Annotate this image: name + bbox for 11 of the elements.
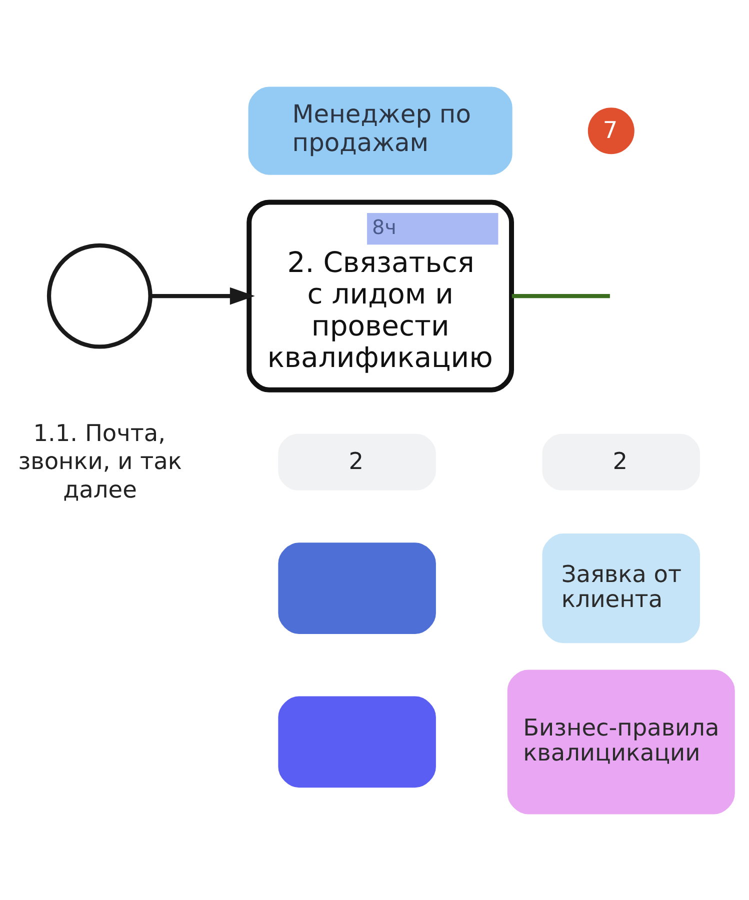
node-box: 8ч 2. Связаться с лидом и провести квалификацию xyxy=(246,199,514,392)
node-circle: 7 xyxy=(586,105,636,156)
node-box: Заявка от клиента xyxy=(542,533,700,643)
connector xyxy=(512,293,610,298)
node-box xyxy=(278,696,436,788)
node-box: Бизнес-правила квалицикации xyxy=(507,669,735,814)
node-circle xyxy=(46,242,152,348)
node-label: 1.1. Почта, звонки, и так далее xyxy=(18,419,182,503)
node-box xyxy=(278,542,436,634)
node-box: Менеджер по продажам xyxy=(248,86,512,174)
arrow xyxy=(150,286,255,304)
